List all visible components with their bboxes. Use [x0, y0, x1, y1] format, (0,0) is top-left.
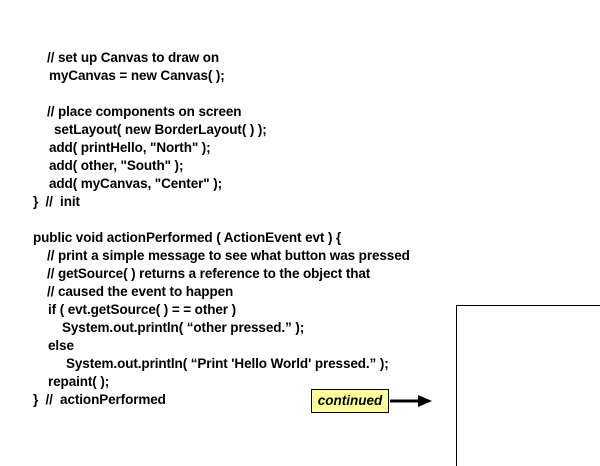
code-line: // getSource( ) returns a reference to t… [47, 266, 371, 281]
code-line: // set up Canvas to draw on [47, 50, 220, 65]
code-line: System.out.println( “other pressed.” ); [62, 320, 305, 335]
code-line: setLayout( new BorderLayout( ) ); [54, 122, 267, 137]
applet-window-frame [456, 305, 600, 466]
code-line: public void actionPerformed ( ActionEven… [33, 230, 342, 245]
code-line: else [48, 338, 74, 353]
arrow-right-icon [390, 395, 432, 407]
code-line: add( myCanvas, "Center" ); [49, 176, 222, 191]
code-line: add( other, "South" ); [49, 158, 184, 173]
code-line: } // init [33, 194, 80, 209]
code-line: } // actionPerformed [33, 392, 166, 407]
code-line: // place components on screen [47, 104, 242, 119]
code-line: repaint( ); [48, 374, 110, 389]
continued-callout: continued [311, 389, 389, 413]
code-line: // caused the event to happen [47, 284, 234, 299]
code-line: System.out.println( “Print 'Hello World'… [66, 356, 389, 371]
code-line: if ( evt.getSource( ) = = other ) [48, 302, 236, 317]
code-line: add( printHello, "North" ); [49, 140, 211, 155]
code-line: // print a simple message to see what bu… [47, 248, 410, 263]
code-line: myCanvas = new Canvas( ); [49, 68, 225, 83]
